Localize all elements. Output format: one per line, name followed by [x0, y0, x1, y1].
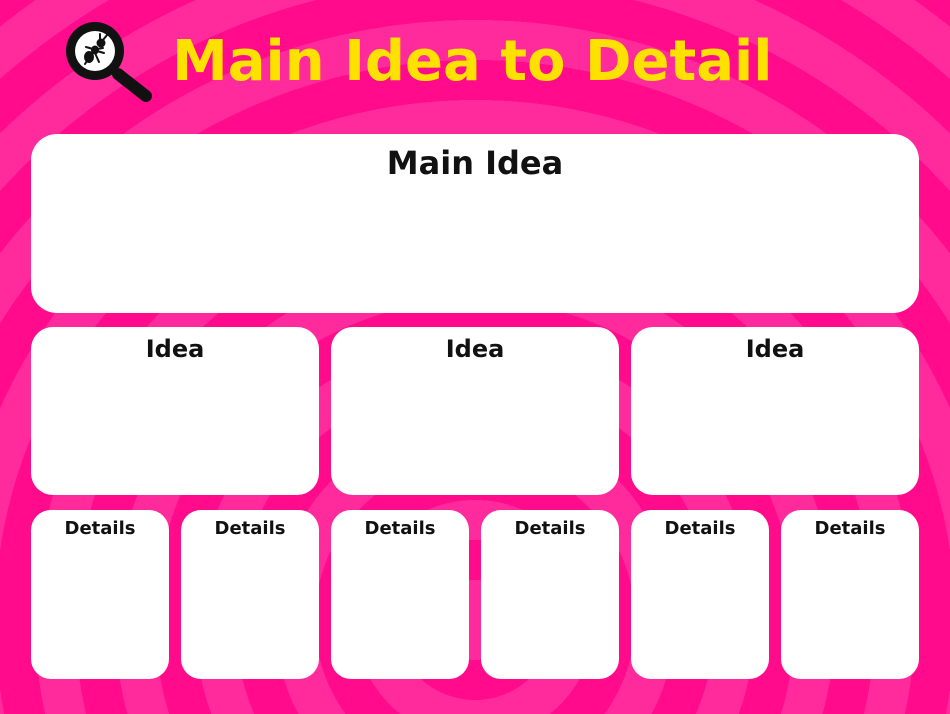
main-idea-box[interactable]: Main Idea — [31, 134, 919, 313]
details-box-5[interactable]: Details — [631, 510, 769, 679]
idea-box-3[interactable]: Idea — [631, 327, 919, 495]
title-bar: Main Idea to Detail — [0, 0, 950, 125]
details-box-6[interactable]: Details — [781, 510, 919, 679]
details-box-2[interactable]: Details — [181, 510, 319, 679]
details-label: Details — [214, 518, 286, 539]
details-label: Details — [814, 518, 886, 539]
details-label: Details — [64, 518, 136, 539]
idea-box-1[interactable]: Idea — [31, 327, 319, 495]
main-idea-label: Main Idea — [386, 144, 564, 182]
idea-box-2[interactable]: Idea — [331, 327, 619, 495]
idea-label: Idea — [745, 335, 805, 363]
details-label: Details — [364, 518, 436, 539]
details-box-3[interactable]: Details — [331, 510, 469, 679]
magnifying-glass-ant-icon — [66, 22, 152, 102]
page-title: Main Idea to Detail — [172, 29, 773, 94]
details-label: Details — [664, 518, 736, 539]
idea-label: Idea — [445, 335, 505, 363]
details-box-4[interactable]: Details — [481, 510, 619, 679]
details-box-1[interactable]: Details — [31, 510, 169, 679]
idea-label: Idea — [145, 335, 205, 363]
details-label: Details — [514, 518, 586, 539]
